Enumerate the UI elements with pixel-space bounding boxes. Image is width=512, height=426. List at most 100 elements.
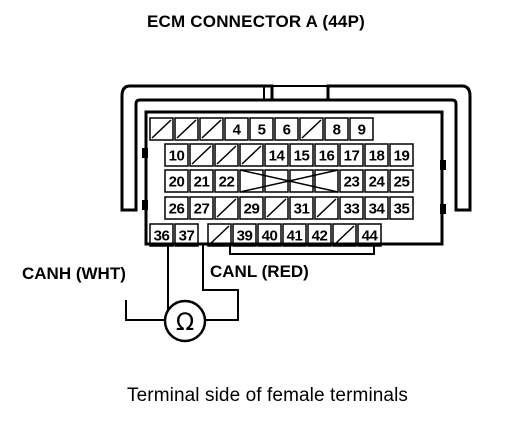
terminal-number: 9 (358, 122, 366, 139)
terminal-cell (324, 117, 349, 141)
terminal-number: 37 (179, 228, 195, 245)
terminal-cell (314, 196, 339, 220)
terminal-number: 24 (369, 174, 386, 191)
blocked-terminals-cross (239, 169, 339, 193)
terminal-cell (189, 196, 214, 220)
terminal-cell (214, 196, 239, 220)
terminal-cell (289, 196, 314, 220)
terminal-number: 20 (169, 174, 185, 191)
terminal-cell (164, 196, 189, 220)
empty-terminal-slash (241, 145, 262, 165)
terminal-number: 10 (169, 148, 185, 165)
ohm-symbol: Ω (176, 308, 194, 336)
terminal-number: 42 (312, 228, 328, 245)
terminal-cell (264, 196, 289, 220)
terminal-cell (339, 169, 364, 193)
terminal-number: 18 (369, 148, 385, 165)
empty-terminal-slash (334, 225, 355, 245)
terminal-cell (239, 169, 264, 193)
terminal-number: 21 (194, 174, 210, 191)
connector-key (229, 246, 375, 255)
terminal-cell (164, 143, 189, 167)
terminal-cell (189, 169, 214, 193)
terminal-cell (149, 117, 174, 141)
locking-tab (263, 85, 329, 101)
terminal-cell (314, 169, 339, 193)
terminal-cell (289, 143, 314, 167)
empty-terminal-slash (151, 119, 172, 139)
canl-label: CANL (RED) (210, 262, 309, 281)
terminal-number: 34 (369, 201, 386, 218)
terminal-cell (257, 223, 282, 247)
terminal-number: 6 (283, 122, 291, 139)
terminal-cell (364, 169, 389, 193)
terminal-number: 41 (287, 228, 303, 245)
terminal-cell (199, 117, 224, 141)
empty-terminal-slash (266, 198, 287, 218)
terminal-cell (332, 223, 357, 247)
terminal-number: 15 (294, 148, 310, 165)
terminal-cell (189, 143, 214, 167)
terminal-cell (364, 143, 389, 167)
terminal-cell (389, 143, 414, 167)
empty-terminal-slash (176, 119, 197, 139)
terminal-cell (389, 196, 414, 220)
canh-wire (125, 244, 169, 321)
canh-label: CANH (WHT) (22, 264, 126, 283)
right-latch-lower (440, 204, 446, 214)
terminal-number: 44 (362, 228, 379, 245)
left-latch (142, 148, 148, 158)
terminal-cell (174, 223, 199, 247)
terminal-cell (214, 169, 239, 193)
terminal-number: 29 (244, 201, 260, 218)
terminal-cell (289, 169, 314, 193)
empty-terminal-slash (301, 119, 322, 139)
terminal-number: 8 (333, 122, 341, 139)
terminal-cell (274, 117, 299, 141)
terminal-number: 36 (154, 228, 170, 245)
terminal-cell (299, 117, 324, 141)
terminal-block-frame (144, 110, 444, 246)
terminal-number: 16 (319, 148, 335, 165)
terminal-cell (282, 223, 307, 247)
empty-terminal-slash (316, 198, 337, 218)
terminal-cell (249, 117, 274, 141)
terminal-number: 4 (233, 122, 242, 139)
terminal-cell (239, 143, 264, 167)
terminal-cell (364, 196, 389, 220)
terminal-number: 27 (194, 201, 210, 218)
terminal-cell (174, 117, 199, 141)
terminal-number: 5 (258, 122, 266, 139)
terminal-cell (339, 196, 364, 220)
terminal-number: 35 (394, 201, 410, 218)
terminal-number: 23 (344, 174, 360, 191)
terminal-number: 17 (344, 148, 360, 165)
connector-title: ECM CONNECTOR A (44P) (147, 12, 365, 31)
terminal-cell (357, 223, 382, 247)
terminal-cell (232, 223, 257, 247)
right-latch (440, 160, 446, 170)
terminal-number: 40 (262, 228, 278, 245)
ohmmeter-icon (163, 299, 207, 343)
empty-terminal-slash (191, 145, 212, 165)
terminal-cell (239, 196, 264, 220)
empty-terminal-slash (216, 145, 237, 165)
empty-terminal-slash (201, 119, 222, 139)
terminal-number: 22 (219, 174, 235, 191)
terminal-cell (149, 223, 174, 247)
terminal-number: 25 (394, 174, 410, 191)
terminal-cell (389, 169, 414, 193)
canl-wire (202, 244, 239, 321)
connector-housing-outline (120, 84, 472, 212)
diagram-caption: Terminal side of female terminals (127, 385, 409, 406)
empty-terminal-slash (216, 198, 237, 218)
terminal-cell (224, 117, 249, 141)
terminal-cell (164, 169, 189, 193)
terminal-cell (214, 143, 239, 167)
terminal-number: 33 (344, 201, 360, 218)
terminal-cell (314, 143, 339, 167)
terminal-cell (264, 143, 289, 167)
left-latch-lower (142, 200, 148, 210)
